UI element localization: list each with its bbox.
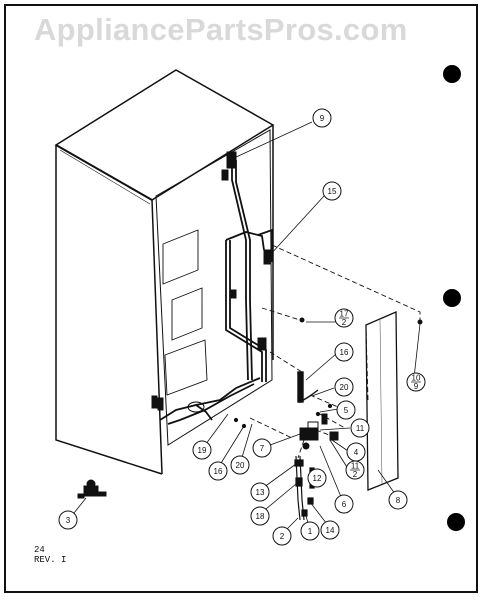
callout-16: 16 [208, 461, 228, 481]
callout-14: 14 [320, 520, 340, 540]
svg-text:20: 20 [340, 383, 349, 392]
callout-19: 19 [192, 440, 212, 460]
svg-text:1: 1 [308, 527, 313, 536]
svg-text:15: 15 [328, 187, 337, 196]
page-number: 24 [34, 545, 45, 555]
svg-text:8: 8 [396, 496, 401, 505]
valve-tubing [294, 455, 315, 521]
callout-12: 12 [307, 468, 327, 488]
svg-text:2: 2 [353, 470, 358, 479]
callout-11-over-2: 112 [345, 460, 365, 480]
callout-9: 9 [312, 108, 332, 128]
callout-3: 3 [58, 510, 78, 530]
callout-16: 16 [334, 342, 354, 362]
rear-access-panel [365, 311, 399, 491]
svg-text:5: 5 [344, 406, 349, 415]
diagram-border [4, 4, 478, 593]
watermark: AppliancePartsPros.com [34, 12, 408, 47]
callout-8: 8 [388, 490, 408, 510]
svg-text:10: 10 [412, 374, 421, 383]
part-3-valve [77, 479, 107, 499]
svg-text:14: 14 [326, 526, 335, 535]
callout-2: 2 [272, 526, 292, 546]
svg-text:20: 20 [236, 461, 245, 470]
svg-text:16: 16 [214, 467, 223, 476]
callout-15: 15 [322, 181, 342, 201]
callout-7: 7 [252, 438, 272, 458]
svg-text:9: 9 [320, 114, 325, 123]
binder-holes [443, 65, 465, 531]
refrigerator-cabinet [54, 69, 275, 475]
svg-text:18: 18 [256, 512, 265, 521]
water-valve-assembly [299, 413, 339, 450]
callout-11: 11 [350, 418, 370, 438]
valve-bracket [297, 371, 319, 404]
callout-20: 20 [334, 377, 354, 397]
callout-13: 13 [250, 482, 270, 502]
exploded-view-lines [249, 244, 421, 459]
callout-4: 4 [346, 442, 366, 462]
svg-text:9: 9 [414, 382, 419, 391]
svg-text:17: 17 [340, 310, 349, 319]
svg-text:12: 12 [313, 474, 322, 483]
upper-bracket [221, 151, 237, 181]
callout-6: 6 [334, 494, 354, 514]
lower-assembly [151, 249, 271, 413]
callout-1: 1 [300, 521, 320, 541]
water-line-tubing [159, 160, 273, 425]
callout-17-over-2: 172 [334, 308, 354, 328]
svg-text:13: 13 [256, 488, 265, 497]
svg-text:16: 16 [340, 348, 349, 357]
svg-text:4: 4 [354, 448, 359, 457]
svg-text:6: 6 [342, 500, 347, 509]
svg-text:3: 3 [66, 516, 71, 525]
callout-5: 5 [336, 400, 356, 420]
revision-label: REV. I [34, 555, 67, 565]
callout-10-over-9: 109 [406, 372, 426, 392]
svg-text:11: 11 [351, 462, 360, 471]
callout-18: 18 [250, 506, 270, 526]
svg-text:7: 7 [260, 444, 265, 453]
svg-text:19: 19 [198, 446, 207, 455]
svg-text:11: 11 [356, 424, 365, 433]
svg-text:2: 2 [280, 532, 285, 541]
callout-20: 20 [230, 455, 250, 475]
svg-text:2: 2 [342, 318, 347, 327]
